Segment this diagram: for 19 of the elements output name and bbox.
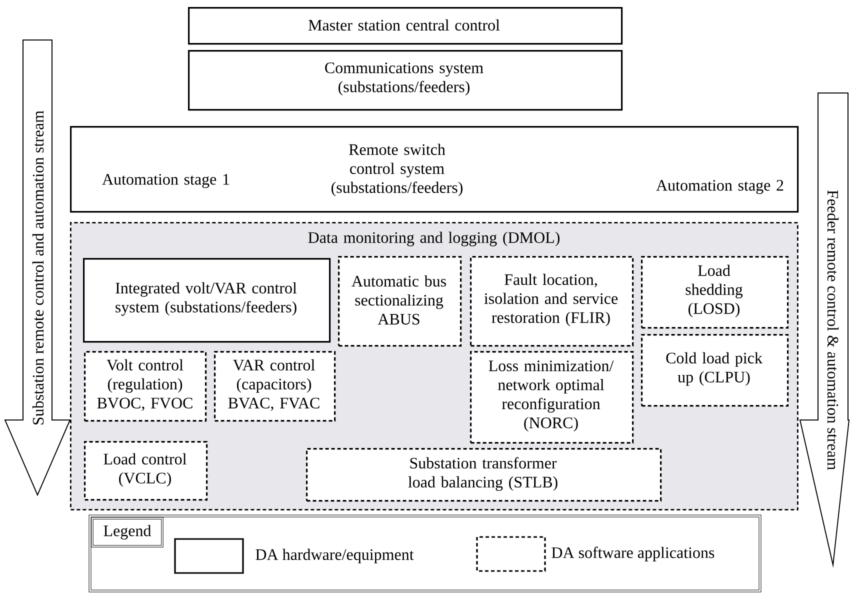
- application-box: Loss minimization/ network optimal reconfiguration (NORC): [470, 351, 634, 444]
- application-box: Load shedding (LOSD): [641, 256, 789, 329]
- application-box: Fault location, isolation and service restoration (FLIR): [470, 256, 634, 347]
- system-box: [70, 126, 799, 213]
- box-text: Automation stage 2: [656, 180, 784, 194]
- hardware-box: Integrated volt/VAR control system (substations/feeders): [83, 258, 331, 343]
- box-text: Remote switch control system (substations/feeders): [332, 144, 463, 196]
- legend-title: Legend: [91, 517, 164, 548]
- application-box: Load control (VCLC): [84, 441, 208, 501]
- box-text: Automation stage 1: [102, 174, 230, 188]
- system-box: Master station central control: [188, 7, 623, 45]
- application-box: Volt control (regulation) BVOC, FVOC: [84, 351, 207, 422]
- application-box: Cold load pick up (CLPU): [641, 334, 789, 407]
- application-box: Automatic bus sectionalizing ABUS: [338, 256, 462, 347]
- application-box: VAR control (capacitors) BVAC, FVAC: [214, 351, 336, 422]
- legend-text: DA software applications: [552, 546, 714, 562]
- system-box: Communications system (substations/feeders): [188, 50, 623, 111]
- application-box: Substation transformer load balancing (STLB): [306, 448, 662, 502]
- legend-text: DA hardware/equipment: [256, 548, 414, 564]
